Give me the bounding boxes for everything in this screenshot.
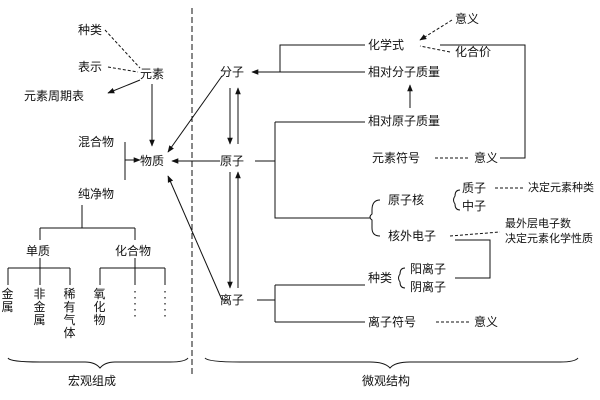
arrow-ion-substance <box>167 175 223 301</box>
micro-brace <box>204 357 579 369</box>
proton-label: 质子 <box>462 181 487 195</box>
molecule-node: 分子 <box>220 65 245 79</box>
neutron-label: 中子 <box>462 199 487 213</box>
kinds-label: 种类 <box>78 23 103 37</box>
chemical-formula-node: 化学式 <box>368 38 405 52</box>
simple-substance-node: 单质 <box>26 244 51 258</box>
arrow-element-periodic-table <box>107 79 141 94</box>
periodic-table-label: 元素周期表 <box>24 89 85 103</box>
symbol-meaning-label: 意义 <box>474 151 499 165</box>
metal-label: 金属 <box>1 287 14 314</box>
ion-symbol-meaning-label: 意义 <box>474 315 499 329</box>
element-symbol-node: 元素符号 <box>372 151 421 165</box>
determines-element-type-label: 决定元素种类 <box>528 181 594 194</box>
nucleus-node: 原子核 <box>388 193 425 207</box>
element-node: 元素 <box>140 67 165 81</box>
dash-represent-element <box>107 66 139 73</box>
dash-kinds-element <box>104 29 141 69</box>
micro-section-label: 微观结构 <box>362 374 411 388</box>
represent-label: 表示 <box>78 60 103 74</box>
determines-chemical-property-label: 决定元素化学性质 <box>505 232 593 245</box>
rare-gas-label: 稀有气体 <box>63 287 76 340</box>
relative-atomic-mass-node: 相对原子质量 <box>368 114 441 128</box>
atom-node: 原子 <box>220 154 245 168</box>
ion-symbol-node: 离子符号 <box>368 315 417 329</box>
anion-label: 阴离子 <box>410 280 447 294</box>
ion-node: 离子 <box>220 293 245 307</box>
valence-label: 化合价 <box>455 45 492 59</box>
macro-brace <box>7 357 189 369</box>
mixture-node: 混合物 <box>78 135 115 149</box>
outer-electrons-node: 核外电子 <box>388 229 437 243</box>
pure-substance-node: 纯净物 <box>78 187 115 201</box>
relative-molecular-mass-node: 相对分子质量 <box>368 65 441 79</box>
arrow-molecule-substance <box>167 75 223 153</box>
formula-meaning-label: 意义 <box>455 12 480 26</box>
macro-section-label: 宏观组成 <box>68 374 117 388</box>
outermost-electron-count-label: 最外层电子数 <box>505 217 571 230</box>
substance-node: 物质 <box>140 154 165 168</box>
ion-kinds-label: 种类 <box>368 271 393 285</box>
compound-node: 化合物 <box>115 244 152 258</box>
oxide-label: 氧化物 <box>93 287 106 327</box>
nonmetal-label: 非金属 <box>33 287 46 327</box>
more-compounds-dots-1: ····· <box>132 287 139 322</box>
cation-label: 阳离子 <box>410 262 447 276</box>
more-compounds-dots-2: ····· <box>162 287 169 322</box>
